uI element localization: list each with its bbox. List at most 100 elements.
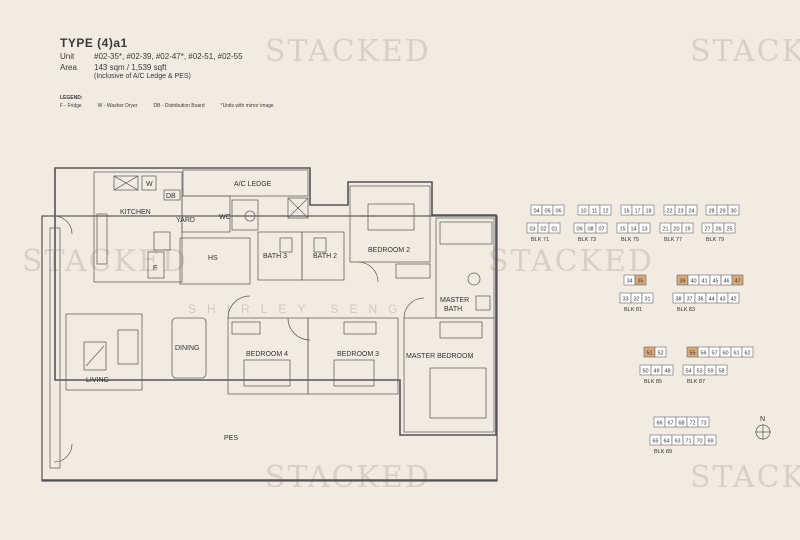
unit-cell-bottom (661, 364, 674, 376)
block-label: BLK 87 (687, 379, 705, 385)
washer-dryer-icon (141, 175, 157, 191)
unit-number: 37 (686, 297, 692, 303)
unit-number: 17 (634, 209, 640, 215)
unit-number: 53 (696, 369, 702, 375)
unit-label: Unit (60, 52, 75, 61)
bath2-outline (301, 231, 345, 281)
block-label: BLK 71 (531, 237, 549, 243)
hob-mark (113, 175, 139, 191)
unit-number: 05 (544, 209, 550, 215)
watermark: STACKED (265, 460, 431, 495)
bathtub-icon (439, 221, 493, 245)
unit-number: 24 (688, 209, 694, 215)
unit-number: 01 (551, 227, 557, 233)
unit-cell-bottom (641, 292, 654, 304)
unit-header: TYPE (4)a1 Unit #02-35*, #02-39, #02-47*… (60, 36, 243, 80)
unit-number: 48 (664, 369, 670, 375)
unit-number: 40 (690, 279, 696, 285)
bed-icon (429, 367, 487, 419)
door-swing (53, 215, 73, 235)
unit-number: 66 (656, 421, 662, 427)
unit-cell-top (727, 204, 740, 216)
label-db: DB (166, 193, 176, 200)
area-row: Area 143 sqm / 1,539 sqft (60, 63, 243, 72)
block-label: BLK 89 (654, 449, 672, 455)
area-note: (Inclusive of A/C Ledge & PES) (94, 73, 191, 80)
room-label-pes: PES (224, 435, 238, 442)
unit-number: 09 (576, 227, 582, 233)
unit-number: 65 (652, 439, 658, 445)
label-washer: W (146, 181, 153, 188)
block-label: BLK 73 (578, 237, 596, 243)
household-shelter-outline (179, 237, 251, 285)
basin-icon (475, 295, 491, 311)
unit-number: 44 (708, 297, 714, 303)
unit-number: 70 (696, 439, 702, 445)
block-label: BLK 81 (624, 307, 642, 313)
room-label-wc: WC (219, 214, 231, 221)
planter (49, 227, 61, 469)
wardrobe-icon (231, 321, 261, 335)
unit-number: 13 (641, 227, 647, 233)
sink-counter (96, 213, 108, 265)
unit-number: 14 (630, 227, 636, 233)
unit-number: 47 (734, 279, 740, 285)
watermark: STACKED (690, 34, 800, 69)
unit-number: 31 (644, 297, 650, 303)
unit-cell-top (654, 346, 667, 358)
legend-item: F - Fridge (60, 103, 82, 109)
area-label: Area (60, 63, 77, 72)
pes-boundary (41, 215, 498, 482)
unit-number: 21 (662, 227, 668, 233)
unit-number: 15 (619, 227, 625, 233)
ac-ledge (182, 169, 309, 197)
unit-number: 28 (708, 209, 714, 215)
wc-outline (231, 199, 259, 231)
wardrobe-icon (395, 263, 431, 279)
master-bedroom-outline (403, 317, 495, 433)
room-label-yard: YARD (176, 217, 195, 224)
unit-cell-top (634, 274, 647, 286)
area-value: 143 sqm / 1,539 sqft (94, 63, 167, 72)
toilet-icon (467, 272, 481, 286)
outer-wall (54, 167, 497, 436)
room-label-bedroom3: BEDROOM 3 (337, 351, 379, 358)
unit-number: 23 (677, 209, 683, 215)
unit-number: 68 (678, 421, 684, 427)
unit-number: 02 (540, 227, 546, 233)
unit-number: 54 (685, 369, 691, 375)
coffee-table-icon (83, 341, 107, 371)
watermark: STACKED (488, 244, 654, 279)
watermark-agent: SHIRLEY SENG (188, 302, 409, 316)
unit-cell-top (741, 346, 754, 358)
bedroom3-outline (307, 317, 399, 395)
unit-number: 52 (657, 351, 663, 357)
shower-mark (287, 197, 309, 219)
unit-number: 59 (707, 369, 713, 375)
toilet-icon (279, 237, 293, 253)
unit-number: 07 (598, 227, 604, 233)
unit-cell-bottom (704, 434, 717, 446)
fridge-icon (147, 251, 165, 279)
door-swing (287, 317, 311, 341)
north-arrow-icon: N (755, 416, 771, 440)
unit-number: 10 (580, 209, 586, 215)
legend-heading: LEGEND: (60, 95, 83, 101)
unit-number: 18 (645, 209, 651, 215)
block-label: BLK 85 (644, 379, 662, 385)
unit-number: 42 (730, 297, 736, 303)
bed-icon (333, 359, 375, 387)
dining-table-icon (171, 317, 207, 379)
unit-number: 03 (529, 227, 535, 233)
room-label-bedroom2: BEDROOM 2 (368, 247, 410, 254)
room-label-living: LIVING (86, 377, 109, 384)
unit-cell-top (599, 204, 612, 216)
block-label: BLK 77 (664, 237, 682, 243)
unit-number: 67 (667, 421, 673, 427)
door-swing (53, 443, 73, 463)
unit-number: 72 (689, 421, 695, 427)
hob-icon (113, 175, 139, 191)
unit-number: 29 (719, 209, 725, 215)
legend-item: DB - Distribution Board (153, 103, 205, 109)
north-label: N (760, 416, 765, 423)
